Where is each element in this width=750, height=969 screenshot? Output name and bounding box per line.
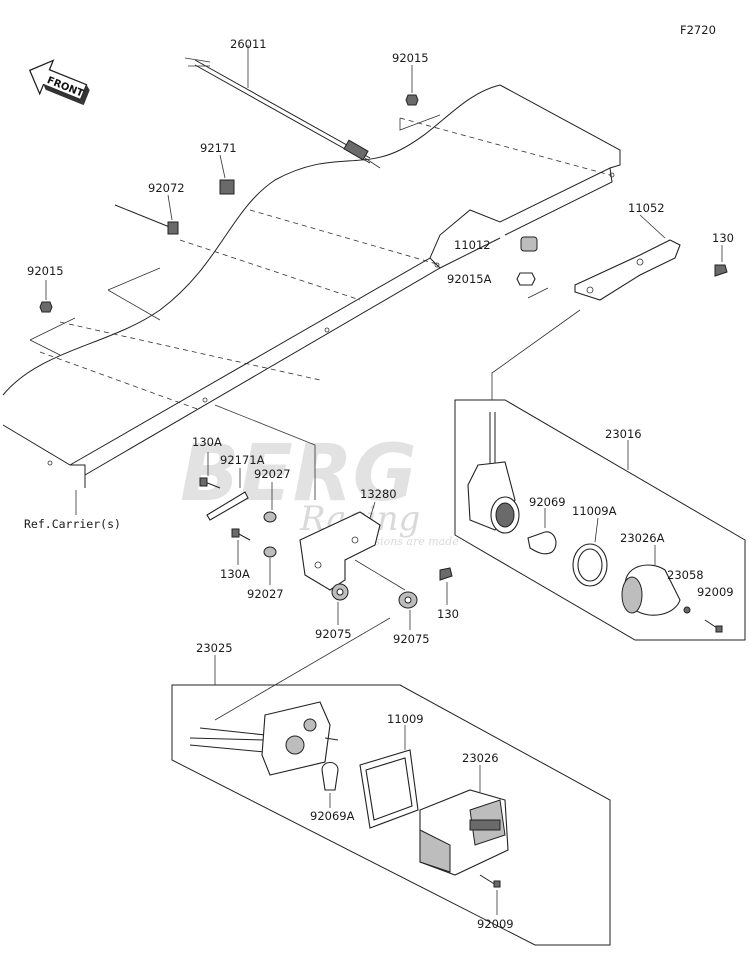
part-label-26011: 26011 — [230, 37, 267, 51]
bulb-92069A — [321, 761, 339, 791]
part-label-11009A: 11009A — [572, 504, 617, 518]
part-label-130A-top: 130A — [192, 435, 222, 449]
turn-signal-assembly-box — [454, 399, 746, 641]
clip-92171A — [206, 491, 249, 521]
wire-harness-26011 — [184, 45, 381, 169]
nut-92015-left — [39, 301, 53, 313]
part-label-92069A: 92069A — [310, 809, 355, 823]
part-label-23058: 23058 — [667, 568, 704, 582]
housing-23025 — [189, 701, 339, 776]
part-label-92015-top: 92015 — [392, 51, 429, 65]
bolt-130A-bottom — [231, 528, 251, 541]
part-label-11052: 11052 — [628, 201, 665, 215]
screw-23058 — [683, 606, 691, 614]
part-label-92027-top: 92027 — [254, 467, 291, 481]
grommet-92075-left — [331, 583, 349, 601]
bulb-92069 — [527, 531, 557, 555]
part-label-11012: 11012 — [454, 238, 491, 252]
part-label-23026A: 23026A — [620, 531, 665, 545]
part-label-92015-left: 92015 — [27, 264, 64, 278]
collar-92027-top — [263, 511, 277, 523]
gasket-11009 — [359, 749, 419, 829]
collar-92027-bottom — [263, 546, 277, 558]
tie-92072 — [114, 204, 179, 235]
lens-23026A — [621, 564, 681, 616]
part-label-92009-right: 92009 — [697, 585, 734, 599]
screw-92009-right — [704, 619, 723, 633]
watermark-brand: BERG — [180, 429, 417, 519]
grommet-92075-right — [398, 591, 418, 609]
bracket-11052 — [574, 239, 681, 301]
part-label-13280: 13280 — [360, 487, 397, 501]
part-label-130-right: 130 — [712, 231, 734, 245]
part-label-92027-bottom: 92027 — [247, 587, 284, 601]
lens-23026 — [419, 789, 509, 876]
nut-92015-top — [405, 94, 419, 106]
part-label-92171: 92171 — [200, 141, 237, 155]
ref-carrier-label: Ref.Carrier(s) — [24, 517, 121, 531]
nut-92015A — [516, 272, 536, 286]
part-label-92069: 92069 — [529, 495, 566, 509]
part-label-23026: 23026 — [462, 751, 499, 765]
part-label-130-mid: 130 — [437, 607, 459, 621]
bolt-130-right — [714, 264, 728, 277]
part-label-92072: 92072 — [148, 181, 185, 195]
grommet-11012 — [520, 236, 538, 252]
carrier-outline — [2, 84, 621, 488]
part-label-92171A: 92171A — [220, 453, 265, 467]
part-label-11009: 11009 — [387, 712, 424, 726]
bolt-130-mid — [439, 567, 453, 581]
socket-23016 — [467, 412, 520, 534]
front-arrow-icon: FRONT — [28, 59, 90, 106]
bolt-130A-top — [199, 477, 221, 489]
diagram-code: F2720 — [680, 23, 716, 37]
part-label-23025: 23025 — [196, 641, 233, 655]
part-label-92015A: 92015A — [447, 272, 492, 286]
part-label-92009-bottom: 92009 — [477, 917, 514, 931]
reference-lines — [29, 114, 611, 721]
part-label-130A-bottom: 130A — [220, 567, 250, 581]
tail-lamp-assembly-box — [171, 684, 611, 946]
part-labels: 26011 92015 92171 92072 92015 11052 130 … — [27, 37, 734, 931]
bracket-13280 — [299, 511, 381, 591]
clip-92171 — [219, 179, 235, 195]
screw-92009-bottom — [479, 874, 501, 888]
part-label-92075-right: 92075 — [393, 632, 430, 646]
watermark: BERG Racing Where passions are made — [180, 429, 459, 548]
part-label-23016: 23016 — [605, 427, 642, 441]
gasket-11009A — [572, 543, 608, 587]
part-label-92075-left: 92075 — [315, 627, 352, 641]
